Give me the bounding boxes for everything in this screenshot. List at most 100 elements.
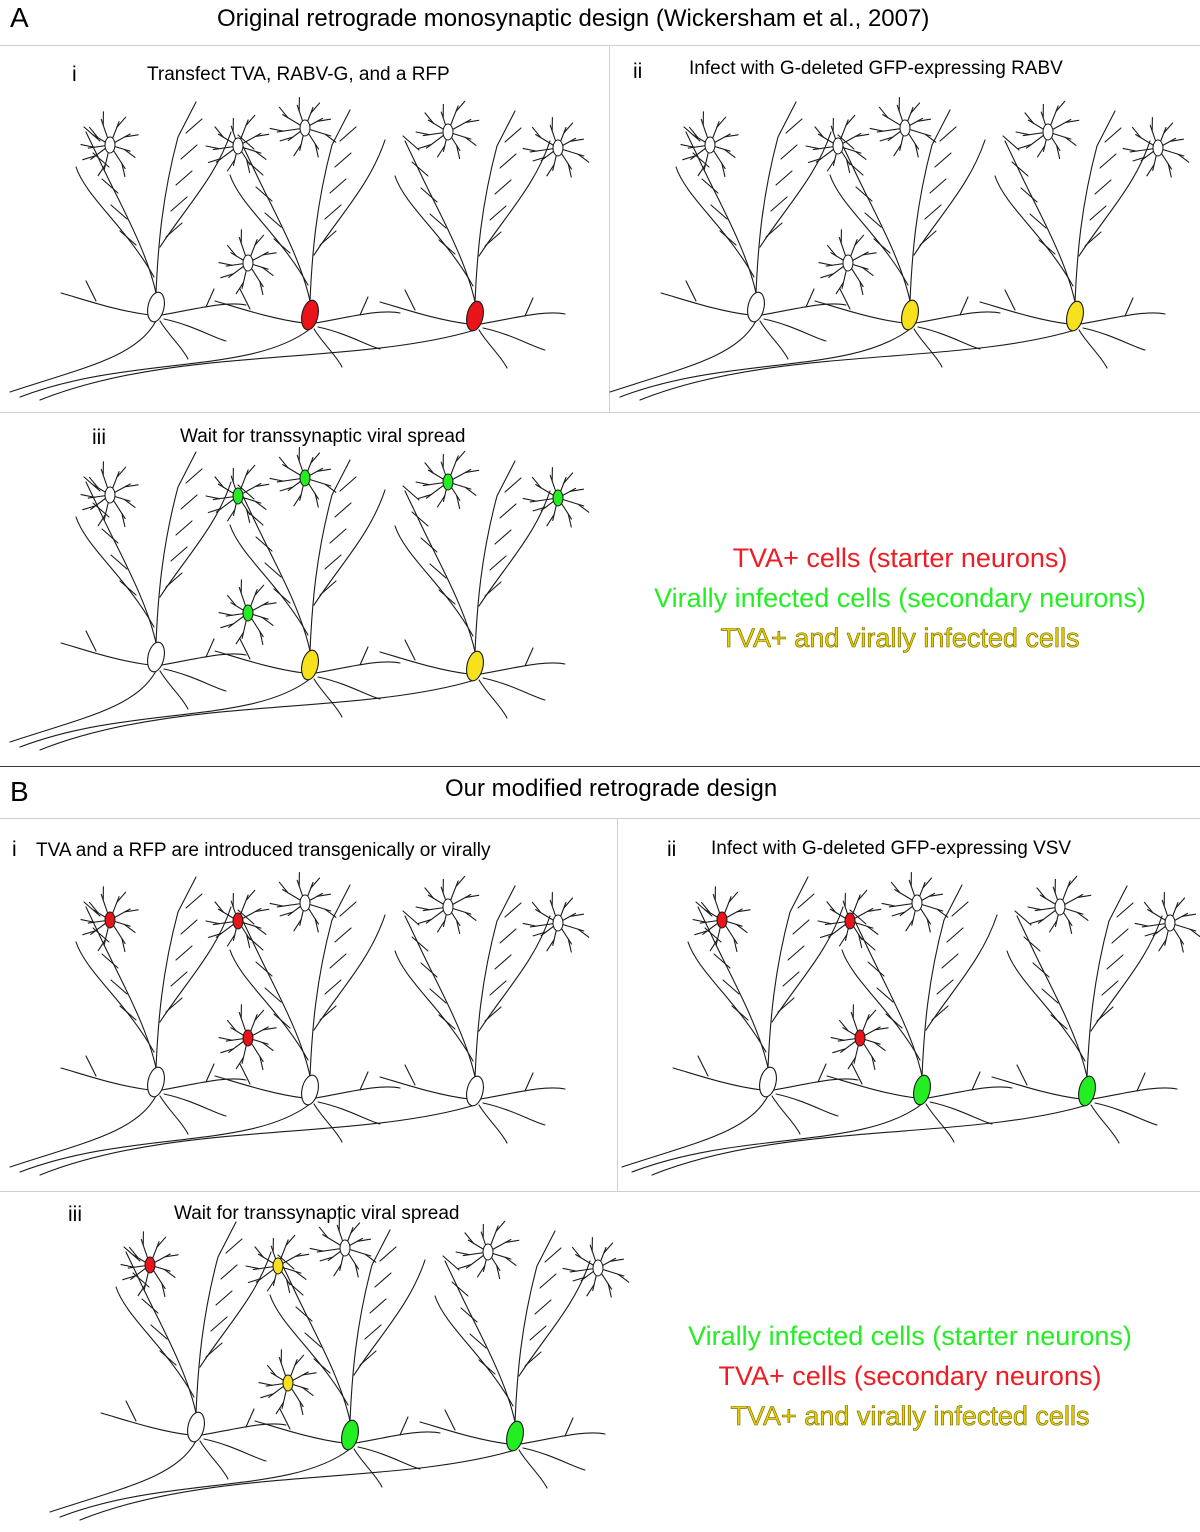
- small-neuron-dendrite-branch: [164, 1254, 179, 1258]
- small-neuron-dendrite-branch: [1056, 144, 1061, 160]
- apical-branch: [534, 1299, 552, 1315]
- pyramidal-neuron-soma: [147, 1066, 165, 1098]
- small-neuron-dendrite-branch: [424, 462, 434, 474]
- apical-dendrite: [1016, 915, 1088, 1078]
- apical-branch: [411, 511, 429, 527]
- basal-dendrite: [1090, 1104, 1120, 1144]
- small-neuron-dendrite-branch: [893, 144, 902, 157]
- small-neuron-dendrite-branch: [721, 162, 726, 178]
- small-neuron-dendrite-branch: [826, 901, 836, 913]
- basal-branch: [239, 638, 251, 660]
- small-neuron-dendrite-branch: [846, 158, 851, 174]
- small-neuron-dendrite-branch: [269, 127, 284, 132]
- apical-branch: [170, 971, 188, 987]
- small-neuron-dendrite-branch: [563, 897, 574, 909]
- small-neuron-dendrite-branch: [1132, 156, 1147, 162]
- basal-dendrite: [1082, 327, 1146, 351]
- small-neuron-dendrite-branch: [477, 1265, 486, 1278]
- small-neuron-dendrite-branch: [456, 144, 461, 160]
- basal-dendrite: [355, 1431, 441, 1444]
- apical-branch: [83, 126, 101, 142]
- small-neuron-dendrite-branch: [692, 919, 707, 923]
- small-neuron-dendrite-branch: [571, 1246, 582, 1259]
- apical-branch: [722, 979, 740, 995]
- axon: [39, 329, 476, 401]
- apical-branch: [101, 953, 119, 969]
- small-neuron-dendrite-branch: [1131, 126, 1142, 139]
- legend-b-item-3: TVA+ and virally infected cells: [730, 1401, 1090, 1432]
- apical-dendrite: [353, 1259, 426, 1376]
- basal-dendrite: [214, 300, 305, 324]
- basal-dendrite: [100, 1412, 191, 1436]
- small-neuron-dendrite-branch: [866, 1009, 877, 1021]
- apical-dendrite: [771, 906, 844, 1023]
- apical-branch: [324, 979, 342, 995]
- apical-dendrite: [925, 914, 998, 1031]
- apical-dendrite: [239, 914, 311, 1077]
- small-neuron-dendrite-branch: [316, 893, 332, 897]
- small-neuron-dendrite-branch: [316, 118, 332, 122]
- apical-dendrite: [1078, 140, 1151, 257]
- small-neuron-dendrite-branch: [522, 147, 537, 152]
- apical-branch: [499, 928, 517, 944]
- small-neuron-dendrite-branch: [245, 1265, 260, 1270]
- apical-branch: [83, 476, 101, 492]
- apical-dendrite: [394, 950, 474, 1062]
- basal-dendrite: [159, 670, 189, 710]
- basal-dendrite: [379, 651, 470, 675]
- small-neuron-dendrite-branch: [267, 1279, 276, 1292]
- apical-branch: [165, 997, 183, 1013]
- apical-branch: [1089, 205, 1107, 221]
- apical-dendrite: [839, 139, 911, 302]
- apical-branch: [494, 529, 512, 545]
- apical-branch: [864, 212, 882, 228]
- apical-branch: [165, 572, 183, 588]
- small-neuron-dendrite-branch: [871, 1055, 876, 1071]
- small-neuron-dendrite-branch: [845, 114, 856, 127]
- apical-dendrite: [759, 131, 832, 248]
- apical-branch: [1002, 135, 1020, 151]
- small-neuron-dendrite-branch: [532, 931, 547, 937]
- small-neuron-dendrite-branch: [254, 1246, 264, 1258]
- apical-dendrite: [155, 101, 197, 294]
- basal-dendrite: [353, 1448, 383, 1488]
- small-neuron-soma: [552, 914, 564, 932]
- small-neuron-dendrite-branch: [354, 1263, 359, 1278]
- basal-branch: [205, 1063, 215, 1083]
- apical-branch: [264, 212, 282, 228]
- apical-branch: [529, 1325, 547, 1341]
- small-neuron-soma: [299, 469, 311, 487]
- apical-dendrite: [755, 101, 797, 294]
- apical-branch: [220, 1264, 238, 1280]
- small-neuron-dendrite-branch: [464, 911, 477, 921]
- small-neuron-dendrite-branch: [278, 456, 289, 469]
- apical-branch: [785, 118, 803, 134]
- apical-dendrite: [687, 941, 767, 1053]
- small-neuron-dendrite-branch: [214, 901, 224, 913]
- basal-dendrite: [315, 1086, 401, 1099]
- small-neuron-dendrite-branch: [128, 1246, 139, 1259]
- small-neuron-dendrite-branch: [259, 280, 264, 296]
- small-neuron-dendrite-branch: [82, 505, 97, 511]
- apical-branch: [255, 536, 273, 552]
- panel-a-ii-caption: Infect with G-deleted GFP-expressing RAB…: [689, 58, 1063, 79]
- small-neuron-dendrite-branch: [220, 273, 235, 279]
- apical-branch: [1038, 239, 1056, 255]
- apical-dendrite: [841, 949, 921, 1061]
- panel-b-iii-label: iii: [68, 1203, 82, 1226]
- apical-branch: [504, 902, 522, 918]
- apical-dendrite: [474, 460, 516, 653]
- basal-dendrite: [317, 1101, 381, 1125]
- small-neuron-dendrite-branch: [1024, 112, 1034, 124]
- apical-dendrite: [155, 451, 197, 644]
- apical-branch: [295, 1306, 313, 1322]
- apical-branch: [329, 528, 347, 544]
- apical-branch: [339, 901, 357, 917]
- pyramidal-neuron-soma: [466, 300, 484, 332]
- apical-branch: [313, 1358, 331, 1374]
- small-neuron-dendrite-branch: [255, 908, 270, 912]
- small-neuron-dendrite-branch: [859, 280, 864, 296]
- apical-branch: [185, 118, 203, 134]
- small-neuron-dendrite-branch: [258, 1382, 273, 1386]
- apical-branch: [110, 979, 128, 995]
